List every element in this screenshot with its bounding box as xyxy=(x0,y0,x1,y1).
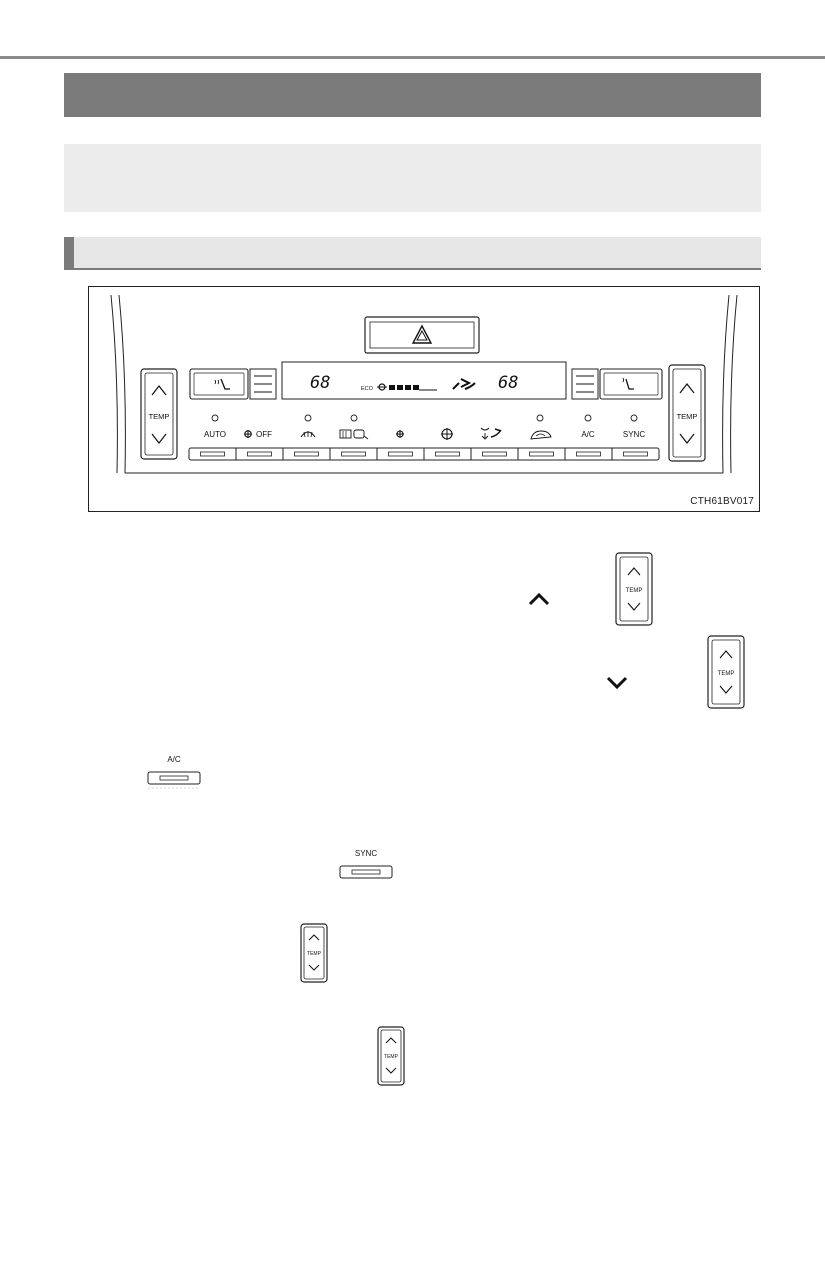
function-button-slot[interactable] xyxy=(200,451,225,457)
svg-text:A/C: A/C xyxy=(167,755,181,764)
page-title-bar xyxy=(64,73,761,117)
section-marker xyxy=(64,237,74,268)
hazard-triangle-icon xyxy=(411,324,433,344)
temp-down-icon xyxy=(679,433,695,444)
display-right-temp: 68 xyxy=(498,373,518,393)
steering-heater-icon xyxy=(622,377,634,390)
up-arrow-icon xyxy=(528,592,550,606)
climate-panel-figure: TEMP TEMP xyxy=(88,286,760,512)
sync-label: SYNC xyxy=(623,430,645,439)
function-button-slot[interactable] xyxy=(576,451,601,457)
recirculation-icon xyxy=(530,430,552,440)
svg-text:SYNC: SYNC xyxy=(355,849,377,858)
display-left-temp: 68 xyxy=(310,373,330,393)
fan-low-icon xyxy=(396,430,404,438)
section-heading-bar xyxy=(64,237,761,270)
temp-switch-icon: TEMP xyxy=(707,635,745,709)
temp-up-icon xyxy=(151,385,167,396)
fan-level-bar xyxy=(397,385,403,390)
rear-defogger-mirror-icon xyxy=(339,429,369,440)
temp-label: TEMP xyxy=(149,412,170,421)
climate-panel-illustration: TEMP TEMP xyxy=(110,294,738,474)
indicator-row: AUTO OFF A/C SYNC xyxy=(204,414,645,440)
svg-text:TEMP: TEMP xyxy=(718,671,735,677)
ac-button-icon: A/C xyxy=(147,755,201,789)
sync-button-icon: SYNC xyxy=(339,849,393,879)
function-button-slot[interactable] xyxy=(529,451,554,457)
intro-box xyxy=(64,144,761,212)
function-button-slot[interactable] xyxy=(247,451,272,457)
right-temp-switch[interactable]: TEMP xyxy=(668,364,706,462)
airflow-mode-icon xyxy=(480,427,502,440)
auto-label: AUTO xyxy=(204,430,226,439)
display-eco-label: ECO xyxy=(361,386,374,392)
temp-up-icon xyxy=(679,383,695,394)
seat-heater-icon xyxy=(214,378,230,390)
fan-level-bar xyxy=(389,385,395,390)
temp-switch-icon: TEMP xyxy=(377,1026,405,1086)
fan-level-bar xyxy=(405,385,411,390)
fan-off-label: OFF xyxy=(256,430,272,439)
fan-level-bar xyxy=(413,385,419,390)
left-temp-switch[interactable]: TEMP xyxy=(140,368,178,460)
svg-text:TEMP: TEMP xyxy=(307,951,322,957)
svg-text:TEMP: TEMP xyxy=(626,588,643,594)
temp-switch-icon: TEMP xyxy=(615,552,653,626)
display-fan-icon xyxy=(377,383,387,391)
fan-high-icon xyxy=(441,428,453,440)
climate-display: 68 ECO 68 xyxy=(281,361,567,400)
function-button-slot[interactable] xyxy=(294,451,319,457)
fan-icon xyxy=(244,430,252,438)
display-airflow-icon xyxy=(452,378,476,390)
function-button-slot[interactable] xyxy=(435,451,460,457)
down-arrow-icon xyxy=(606,676,628,690)
temp-label: TEMP xyxy=(677,412,698,421)
front-defroster-icon xyxy=(300,431,316,438)
function-button-slot[interactable] xyxy=(623,451,648,457)
function-button-slot[interactable] xyxy=(341,451,366,457)
right-heater-button[interactable] xyxy=(571,368,663,400)
figure-caption: CTH61BV017 xyxy=(690,496,754,507)
svg-text:TEMP: TEMP xyxy=(384,1054,399,1060)
function-button-slot[interactable] xyxy=(388,451,413,457)
ac-label: A/C xyxy=(581,430,595,439)
temp-switch-icon: TEMP xyxy=(300,923,328,983)
top-rule xyxy=(0,56,825,59)
hazard-button[interactable] xyxy=(364,316,480,354)
temp-down-icon xyxy=(151,433,167,444)
left-seat-heater-button[interactable] xyxy=(189,368,277,400)
function-button-slot[interactable] xyxy=(482,451,507,457)
